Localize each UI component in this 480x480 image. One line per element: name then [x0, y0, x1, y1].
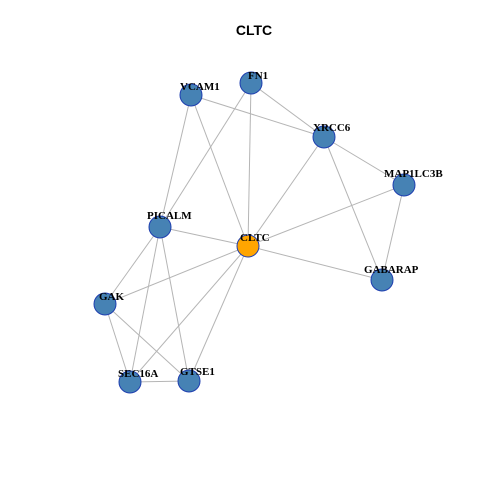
node-fn1 — [239, 71, 263, 95]
node-picalm — [148, 215, 172, 239]
node-label-gak: GAK — [99, 291, 125, 303]
node-label-vcam1: VCAM1 — [180, 81, 220, 93]
node-label-gabarap: GABARAP — [364, 264, 419, 276]
edge-gak-sec16a — [104, 303, 131, 383]
node-sec16a — [118, 370, 142, 394]
edge-vcam1-xrcc6 — [190, 94, 325, 138]
edge-map1lc3b-gabarap — [381, 184, 405, 281]
edge-gak-gtse1 — [104, 303, 190, 382]
edge-picalm-gak — [104, 226, 161, 305]
edge-xrcc6-cltc — [247, 136, 325, 247]
node-layer — [93, 71, 416, 394]
node-label-picalm: PICALM — [147, 210, 192, 222]
graph-title: CLTC — [236, 22, 272, 38]
edge-fn1-cltc — [247, 82, 252, 247]
node-gabarap — [370, 268, 394, 292]
edge-map1lc3b-cltc — [247, 184, 405, 247]
node-xrcc6 — [312, 125, 336, 149]
node-gtse1 — [177, 369, 201, 393]
edge-xrcc6-map1lc3b — [323, 136, 405, 186]
node-label-gtse1: GTSE1 — [180, 366, 215, 378]
edge-vcam1-cltc — [190, 94, 249, 247]
node-label-map1lc3b: MAP1LC3B — [384, 168, 443, 180]
edge-fn1-picalm — [159, 82, 252, 228]
edge-layer — [104, 82, 405, 383]
edge-picalm-cltc — [159, 226, 249, 247]
edge-picalm-sec16a — [129, 226, 161, 383]
node-cltc — [236, 234, 260, 258]
node-map1lc3b — [392, 173, 416, 197]
edge-cltc-gabarap — [247, 245, 383, 281]
node-gak — [93, 292, 117, 316]
edge-vcam1-picalm — [159, 94, 192, 228]
node-label-cltc: CLTC — [240, 232, 270, 244]
node-label-fn1: FN1 — [248, 70, 268, 82]
edge-cltc-sec16a — [129, 245, 249, 383]
node-label-sec16a: SEC16A — [118, 368, 158, 380]
node-vcam1 — [179, 83, 203, 107]
edge-xrcc6-gabarap — [323, 136, 383, 281]
node-label-xrcc6: XRCC6 — [313, 122, 351, 134]
edge-cltc-gak — [104, 245, 249, 305]
edge-fn1-xrcc6 — [250, 82, 325, 138]
edge-cltc-gtse1 — [188, 245, 249, 382]
edge-picalm-gtse1 — [159, 226, 190, 382]
